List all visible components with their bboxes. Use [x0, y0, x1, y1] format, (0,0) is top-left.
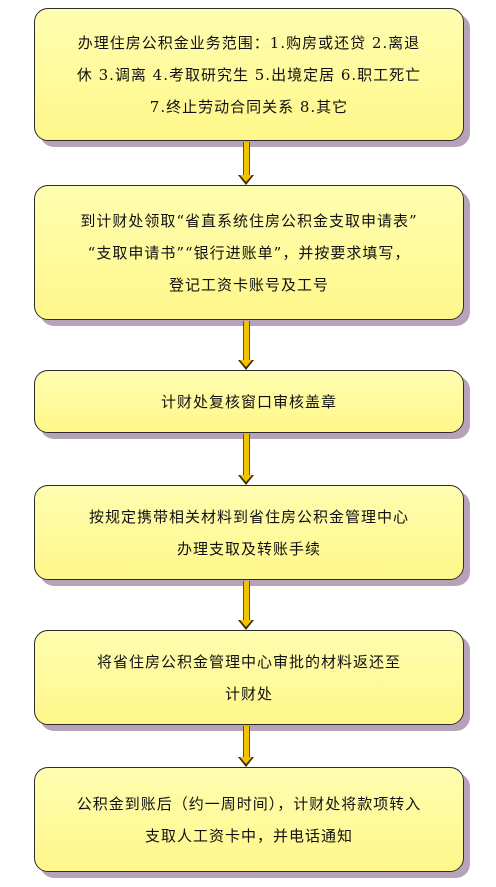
- step-5-text: 将省住房公积金管理中心审批的材料返还至 计财处: [97, 646, 401, 710]
- step-5-line-2: 计财处: [224, 684, 273, 703]
- step-5-box: 将省住房公积金管理中心审批的材料返还至 计财处: [34, 630, 464, 725]
- step-4-line-2: 办理支取及转账手续: [176, 539, 321, 558]
- arrow-1-to-2: [238, 142, 254, 186]
- step-6-line-2: 支取人工资卡中，并电话通知: [144, 826, 353, 845]
- step-1-line-1: 办理住房公积金业务范围：1.购房或还贷 2.离退: [77, 33, 421, 52]
- step-5-line-1: 将省住房公积金管理中心审批的材料返还至: [96, 652, 401, 671]
- step-6-text: 公积金到账后（约一周时间），计财处将款项转入 支取人工资卡中，并电话通知: [77, 788, 422, 852]
- arrow-5-to-6: [238, 726, 254, 768]
- step-4-text: 按规定携带相关材料到省住房公积金管理中心 办理支取及转账手续: [89, 501, 409, 565]
- step-1-line-2: 休 3.调离 4.考取研究生 5.出境定居 6.职工死亡: [76, 65, 422, 84]
- step-2-line-1: 到计财处领取“省直系统住房公积金支取申请表”: [80, 211, 418, 230]
- arrow-2-to-3: [238, 321, 254, 371]
- step-6-line-1: 公积金到账后（约一周时间），计财处将款项转入: [76, 794, 422, 813]
- step-1-text: 办理住房公积金业务范围：1.购房或还贷 2.离退 休 3.调离 4.考取研究生 …: [77, 27, 421, 123]
- step-6-box: 公积金到账后（约一周时间），计财处将款项转入 支取人工资卡中，并电话通知: [34, 767, 464, 872]
- arrow-3-to-4: [238, 434, 254, 486]
- step-4-box: 按规定携带相关材料到省住房公积金管理中心 办理支取及转账手续: [34, 485, 464, 580]
- step-3-line-1: 计财处复核窗口审核盖章: [160, 392, 337, 411]
- step-2-line-3: 登记工资卡账号及工号: [168, 275, 329, 294]
- step-2-box: 到计财处领取“省直系统住房公积金支取申请表” “支取申请书”“银行进账单”，并按…: [34, 185, 464, 320]
- step-4-line-1: 按规定携带相关材料到省住房公积金管理中心: [88, 507, 409, 526]
- step-1-box: 办理住房公积金业务范围：1.购房或还贷 2.离退 休 3.调离 4.考取研究生 …: [34, 8, 464, 141]
- step-3-box: 计财处复核窗口审核盖章: [34, 370, 464, 433]
- step-2-line-2: “支取申请书”“银行进账单”，并按要求填写，: [87, 243, 411, 262]
- arrow-4-to-5: [238, 581, 254, 631]
- step-1-line-3: 7.终止劳动合同关系 8.其它: [149, 97, 349, 116]
- step-3-text: 计财处复核窗口审核盖章: [161, 386, 337, 418]
- step-2-text: 到计财处领取“省直系统住房公积金支取申请表” “支取申请书”“银行进账单”，并按…: [80, 205, 417, 301]
